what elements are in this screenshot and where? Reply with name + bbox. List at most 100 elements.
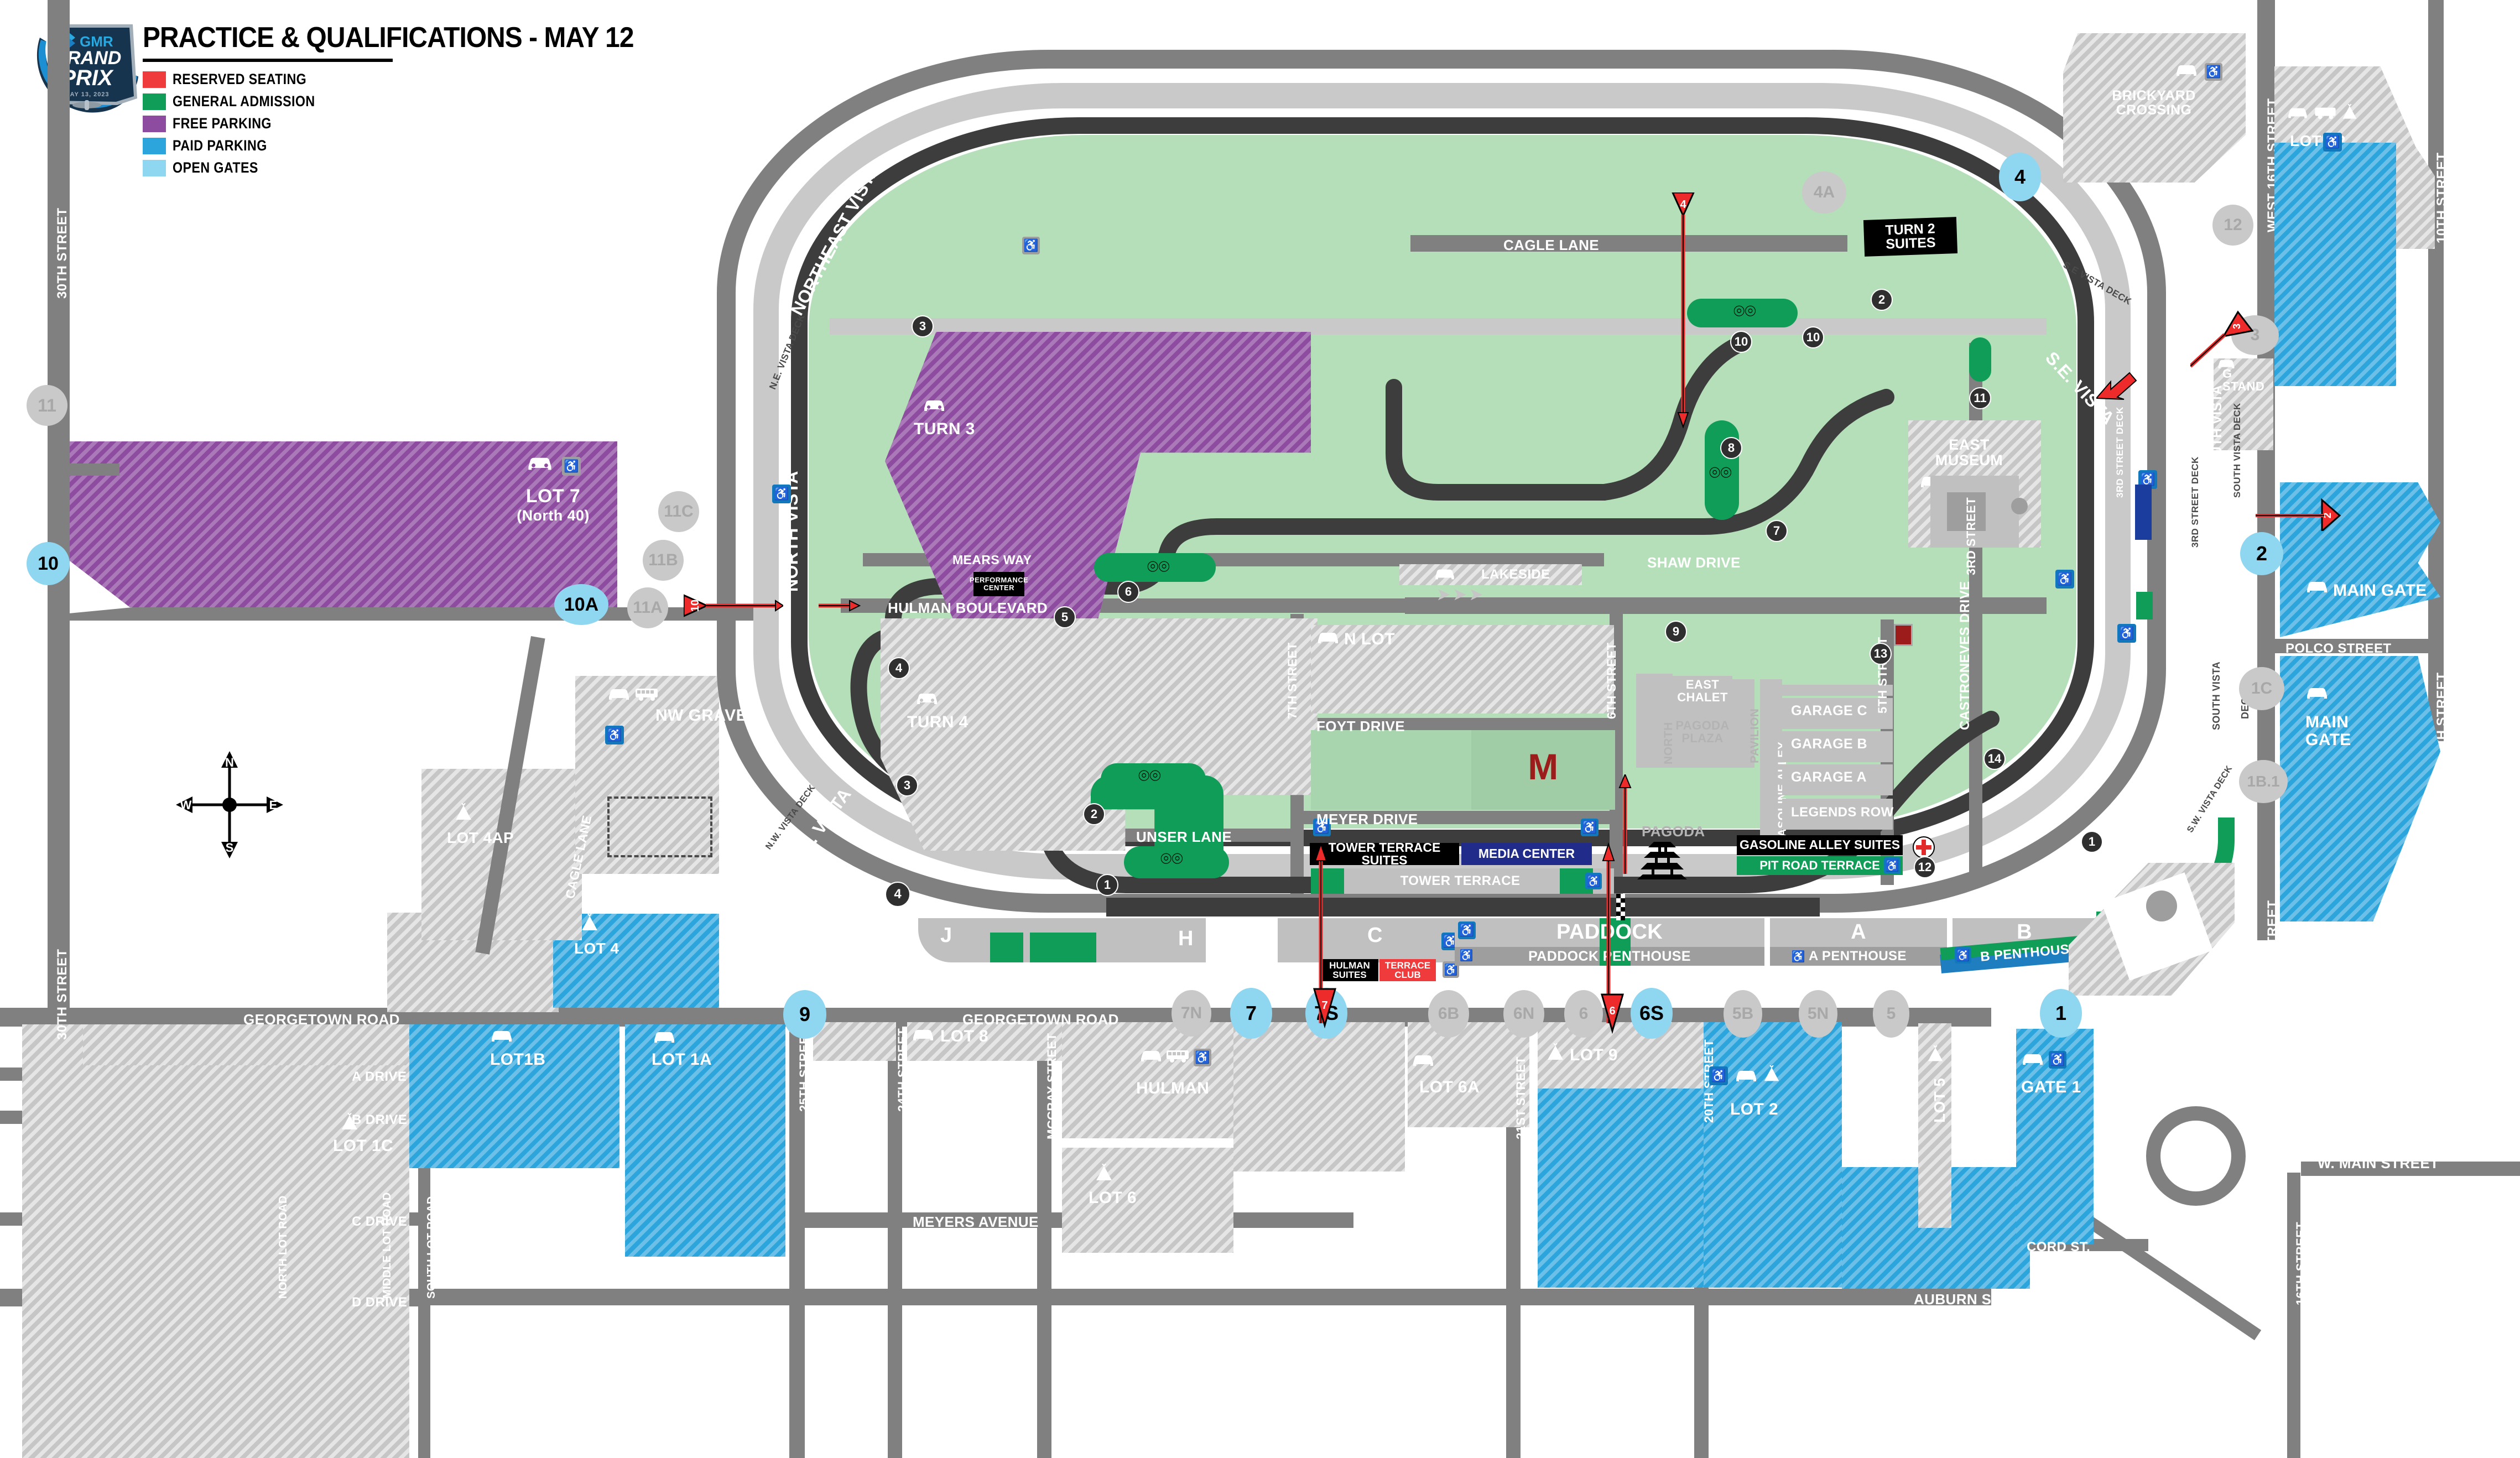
n-lot-area xyxy=(1311,625,1614,714)
grandstand-c-label: C xyxy=(1367,924,1383,947)
gate-7[interactable]: 7 xyxy=(1230,988,1272,1039)
bus-icon xyxy=(1167,1050,1189,1063)
track-marker-4c: 4 xyxy=(885,882,910,907)
ga-block-j1 xyxy=(990,933,1023,962)
accessible-icon: ♿ xyxy=(2055,570,2074,589)
lot-9-area xyxy=(1538,1022,1704,1089)
hulman-lot-main xyxy=(1233,1022,1405,1171)
car-icon xyxy=(2177,65,2196,76)
accessible-icon: ♿ xyxy=(1022,237,1040,254)
road-label-3rd-street: 3RD STREET xyxy=(1964,497,1978,575)
red-route-marker-3: 3 xyxy=(2190,310,2254,368)
gate-9[interactable]: 9 xyxy=(783,990,826,1039)
tower-terrace-ga-west xyxy=(1311,868,1344,894)
gate-6[interactable]: 6 xyxy=(1564,990,1603,1038)
gate-5[interactable]: 5 xyxy=(1873,990,1909,1038)
gate-11b[interactable]: 11B xyxy=(643,540,684,581)
hulman-suites-label: HULMAN SUITES xyxy=(1329,960,1370,980)
track-marker-8: 8 xyxy=(1720,437,1742,459)
car-icon xyxy=(917,694,937,704)
lot-2-label: LOT 2 xyxy=(1730,1100,1779,1118)
street-label-10th-top: 10TH STREET xyxy=(2434,152,2449,243)
lot-7-label: LOT 7 xyxy=(525,486,581,507)
accessible-icon: ♿ xyxy=(2117,624,2136,643)
red-route-gate-7: 7 xyxy=(1313,988,1336,1029)
lot-4-label: LOT 4 xyxy=(574,940,619,957)
gate-11[interactable]: 11 xyxy=(27,385,67,426)
pagoda-plaza-building xyxy=(1673,709,1732,768)
main-gate-north-label: MAIN GATE xyxy=(2333,581,2427,600)
svg-text:N: N xyxy=(225,756,234,769)
east-museum-label: EAST MUSEUM xyxy=(1935,436,2003,469)
gate-1[interactable]: 1 xyxy=(2040,989,2082,1038)
first-aid-icon xyxy=(1913,836,1935,858)
lot-5-label: LOT 5 xyxy=(1931,1077,1948,1123)
svg-text:6: 6 xyxy=(1609,1005,1615,1017)
garage-b-label: GARAGE B xyxy=(1791,736,1867,752)
tent-icon xyxy=(582,914,597,930)
gate-10[interactable]: 10 xyxy=(27,542,70,585)
gate-5b[interactable]: 5B xyxy=(1724,990,1762,1038)
gate-6s[interactable]: 6S xyxy=(1631,988,1673,1039)
tent-icon xyxy=(1548,1043,1563,1060)
car-icon xyxy=(2307,688,2327,699)
ga-seating-turn2 xyxy=(1687,299,1798,327)
legend-item-open-gates: OPEN GATES xyxy=(143,159,676,176)
tower-terrace-suites-banner: TOWER TERRACE SUITES xyxy=(1310,841,1459,867)
tent-icon xyxy=(1096,1164,1112,1180)
track-marker-14: 14 xyxy=(1983,748,2006,770)
roundabout xyxy=(2146,1106,2246,1206)
gate-11a[interactable]: 11A xyxy=(627,587,668,628)
car-icon xyxy=(2290,14,2309,24)
accessible-icon: ♿ xyxy=(1585,873,1602,889)
gate-6b[interactable]: 6B xyxy=(1428,990,1469,1038)
legend-swatch-general xyxy=(143,93,166,110)
street-label-24th: 24TH STREET xyxy=(895,1028,909,1112)
start-finish-line-icon xyxy=(1616,894,1625,920)
lot-1b-area xyxy=(83,1024,415,1065)
track-marker-7: 7 xyxy=(1766,520,1788,542)
grandstand-a-label: A xyxy=(1851,920,1866,944)
street-label-cord: CORD ST. xyxy=(2027,1240,2091,1254)
gate-2[interactable]: 2 xyxy=(2240,532,2283,575)
gate-1c[interactable]: 1C xyxy=(2239,667,2284,710)
legend-item-general: GENERAL ADMISSION xyxy=(143,93,676,110)
gate-6n[interactable]: 6N xyxy=(1503,990,1544,1038)
m-lot-inner xyxy=(1471,730,1615,810)
hulman-lot-label: HULMAN xyxy=(1136,1079,1210,1097)
legend-label-open: OPEN GATES xyxy=(173,159,258,176)
road-meyer-drive xyxy=(1290,811,1622,824)
gate-5n[interactable]: 5N xyxy=(1799,990,1837,1038)
gate-4a[interactable]: 4A xyxy=(1802,171,1846,214)
car-icon xyxy=(1413,1055,1433,1066)
gate-10a[interactable]: 10A xyxy=(554,584,608,625)
blue-deck-strip xyxy=(2135,485,2152,540)
lot-6a-label: LOT 6A xyxy=(1419,1078,1480,1096)
gate-1b1[interactable]: 1B.1 xyxy=(2239,760,2288,803)
lot-6-area xyxy=(1062,1148,1233,1253)
garage-c-building xyxy=(1782,698,1893,729)
binoculars-icon: ⌾⌾ xyxy=(1138,766,1161,787)
pagoda-icon xyxy=(1637,842,1687,879)
svg-text:GMR: GMR xyxy=(80,33,113,50)
track-marker-1b: 1 xyxy=(2081,831,2103,853)
legend-item-paid-parking: PAID PARKING xyxy=(143,137,676,154)
road-label-castroneves-drive: CASTRONEVES DRIVE xyxy=(1957,581,1972,730)
binoculars-icon: ⌾⌾ xyxy=(1709,462,1732,483)
accessible-icon: ♿ xyxy=(1458,921,1476,939)
vista-label-south-2: SOUTH VISTA xyxy=(2211,661,2222,730)
binoculars-icon: ⌾⌾ xyxy=(1733,301,1756,322)
bus-icon xyxy=(636,689,658,701)
terrace-club-banner: TERRACE CLUB xyxy=(1379,959,1436,981)
gate-4[interactable]: 4 xyxy=(1999,153,2041,201)
street-label-25th: 25TH STREET xyxy=(797,1028,811,1112)
gate-7n[interactable]: 7N xyxy=(1172,990,1211,1037)
tent-icon xyxy=(1928,1045,1943,1061)
media-center-banner: MEDIA CENTER xyxy=(1461,843,1592,865)
lot-1b-label: LOT1B xyxy=(490,1050,546,1069)
legend: PRACTICE & QUALIFICATIONS - MAY 12 RESER… xyxy=(143,21,676,181)
lot-1c-label: LOT 1C xyxy=(333,1137,394,1155)
gate-11c[interactable]: 11C xyxy=(658,491,699,532)
g-stand-label: G STAND xyxy=(2222,367,2265,394)
gate-12[interactable]: 12 xyxy=(2212,205,2253,246)
